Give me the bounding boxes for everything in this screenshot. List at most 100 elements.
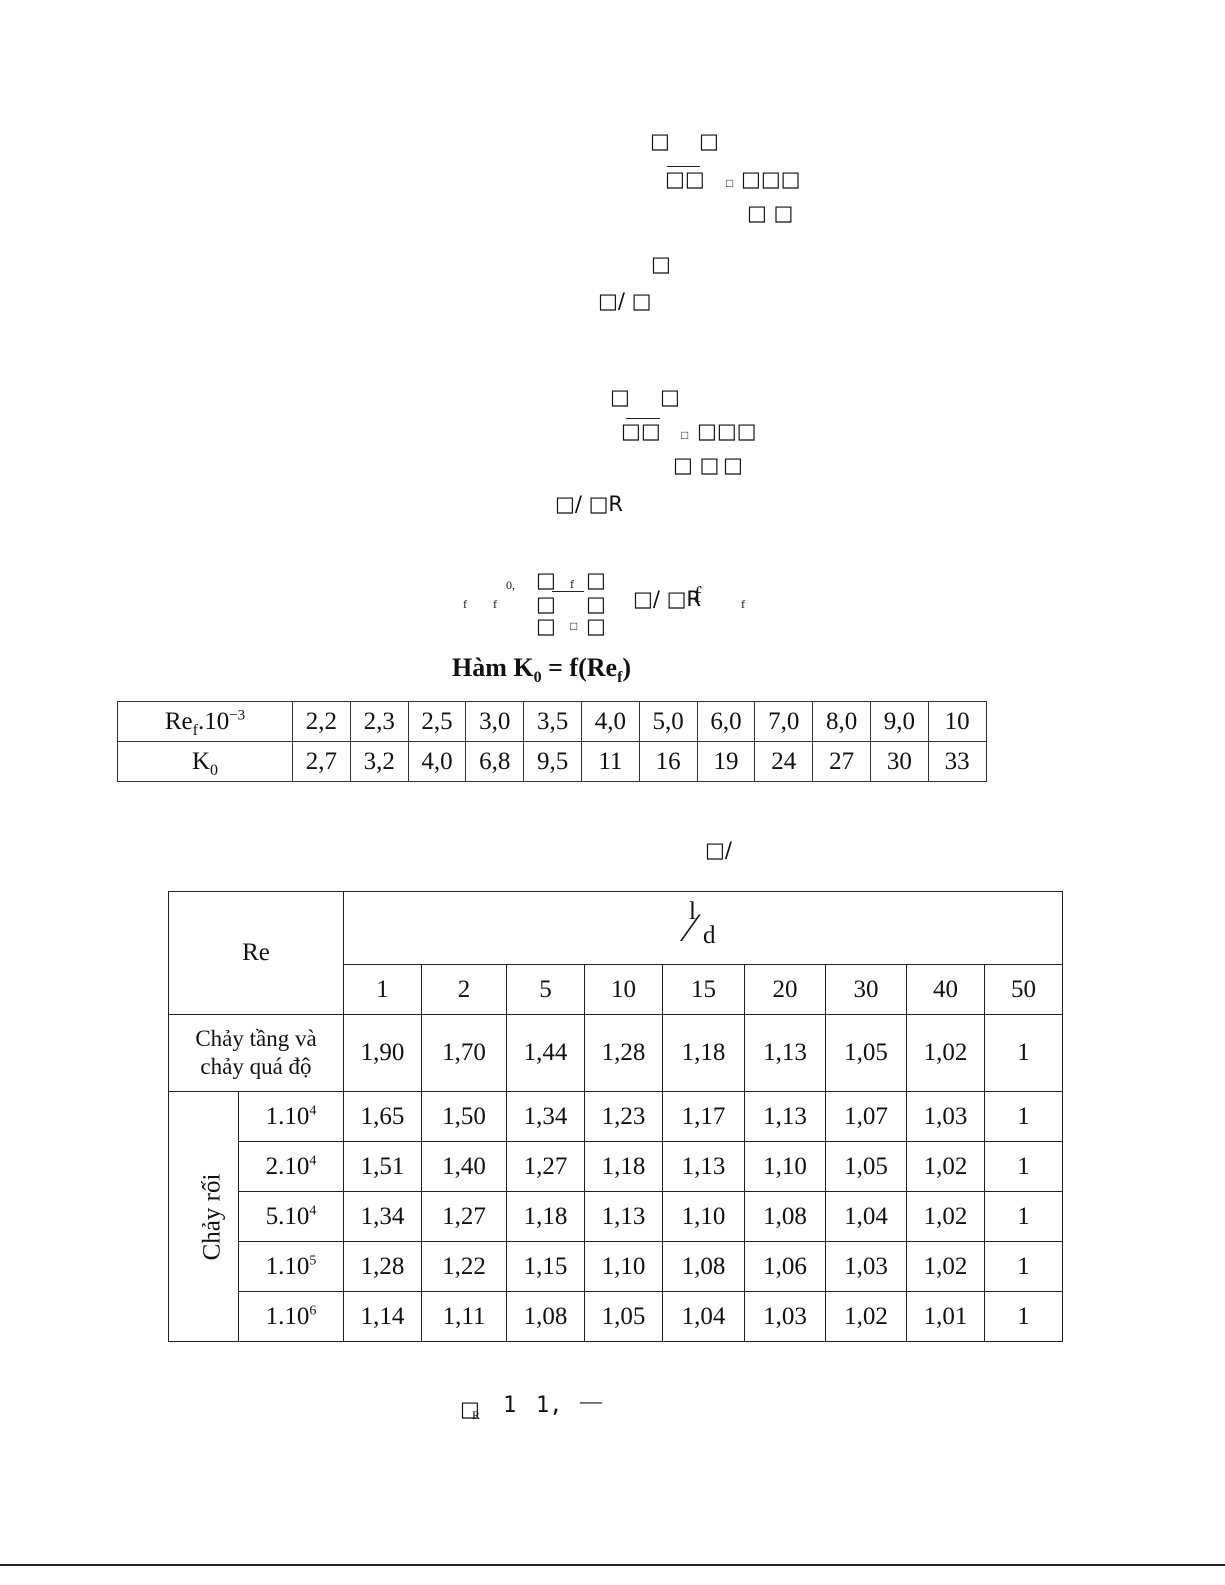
table1-cell: 16 [638,741,698,782]
table2-cell: 1,18 [662,1014,745,1092]
table2-header-row: Re l ⁄ d [168,891,1064,1015]
page-bottom-rule [0,1564,1225,1566]
table1-cell: 6,0 [696,701,756,742]
table2-cell: 1,04 [662,1291,745,1342]
formula1-overline [667,166,700,167]
table2-cell: 1,50 [421,1091,507,1142]
formula1-box-q-box: □ □ [747,201,794,225]
table2-cell: 1,34 [506,1091,585,1142]
table2-cell: 1 [983,1141,1064,1192]
table2-cell: 1,51 [343,1141,422,1192]
table2-cell: 1,70 [421,1014,507,1092]
table1-cell: 2,2 [292,701,351,742]
table2-cell: 1,65 [343,1091,422,1142]
table2-cell: 1,22 [421,1241,507,1292]
table1-cell: 10 [927,701,987,742]
table1-label-k0: K0 [117,741,293,782]
table2-cell: 1,28 [584,1014,663,1092]
table2-cell: 1 [983,1241,1064,1292]
table2-cell: 1,13 [662,1141,745,1192]
ld-slash: ⁄ [687,904,694,950]
table2-ld-cell: 1 [343,964,422,1015]
formula1-box-pair: □□ [665,167,705,191]
formula2-box-sub-f: □/ □ [598,289,652,313]
formula5-sub-f: f [570,577,574,591]
table1-cell: 2,3 [349,701,409,742]
ld-denominator: d [703,921,716,949]
table2-cell: 1,07 [825,1091,907,1142]
table1-cell: 9,5 [523,741,582,782]
table2-cell: 1,27 [421,1191,507,1242]
formula3-small-box: □ [681,428,689,442]
table2-cell: 1 [983,1191,1064,1242]
table2-cell: 1,34 [343,1191,422,1242]
table2-cell: 1,18 [506,1191,585,1242]
table1-row-k0: K0 2,7 3,2 4,0 6,8 9,5 11 16 19 24 27 30… [117,741,987,782]
table1-cell: 11 [580,741,640,782]
formula5-f2: f [493,597,497,611]
table2-ld-values-row: 1 2 5 10 15 20 30 40 50 [169,964,1064,1015]
formula2-box: □ [651,252,671,276]
table1-cell: 9,0 [869,701,929,742]
table1-label-re: Ref.10−3 [117,701,293,742]
table2-cell: 1,13 [744,1014,826,1092]
table2-cell: 1,10 [744,1141,826,1192]
table1-cell: 3,2 [349,741,409,782]
table2-cell: 1,05 [825,1141,907,1192]
table2-cell: 1,02 [825,1291,907,1342]
table1-cell: 4,0 [407,741,467,782]
table2-cell: 1 [983,1014,1064,1092]
table2-cell: 1 [983,1091,1064,1142]
table2-turb-row: 1.105 1,28 1,22 1,15 1,10 1,08 1,06 1,03… [169,1241,1064,1292]
table2-title-glyph: □/ [705,838,732,862]
table2-ld-cell: 50 [983,964,1064,1015]
table1-cell: 24 [754,741,814,782]
k0-table: Ref.10−3 2,2 2,3 2,5 3,0 3,5 4,0 5,0 6,0… [117,701,987,782]
table2-re-cell: 1.105 [238,1241,344,1292]
table1-row-re: Ref.10−3 2,2 2,3 2,5 3,0 3,5 4,0 5,0 6,0… [117,701,987,742]
table2-ld-cell: 10 [584,964,663,1015]
formula1-box-b: □ [699,129,719,153]
table2-cell: 1,05 [584,1291,663,1342]
table2-ld-cell: 5 [506,964,585,1015]
table2-cell: 1,03 [906,1091,985,1142]
table2-re-cell: 2.104 [238,1141,344,1192]
bottom-formula-box: □ [460,1397,480,1421]
table2-cell: 1,01 [906,1291,985,1342]
formula3-box-q-box: □ □ [673,453,720,477]
table1-cell: 19 [696,741,756,782]
table2-ld-cell: 40 [906,964,985,1015]
table1-cell: 3,5 [523,701,582,742]
table1-caption: Hàm K0 = f(Ref) [452,653,632,687]
table1-cell: 27 [812,741,871,782]
table2-cell: 1,11 [421,1291,507,1342]
table2-cell: 1,02 [906,1241,985,1292]
formula5-small-box: □ [570,619,578,633]
table2-cell: 1,90 [343,1014,422,1092]
formula4-box-sub-r: □/ □R [555,492,624,516]
table1-cell: 30 [869,741,929,782]
table2-ld-cell: 30 [825,964,907,1015]
table2-cell: 1,05 [825,1014,907,1092]
table2-re-header: Re [168,891,344,1015]
table2-cell: 1,03 [744,1291,826,1342]
bottom-formula-dash: — [580,1388,602,1413]
bottom-formula-one-comma: 1, [536,1393,563,1418]
formula5-box-a: □ [536,568,556,592]
formula5-box-b: □ [586,568,606,592]
formula5-sub-0: 0, [506,578,515,592]
table2-ld-header: l ⁄ d [342,891,1064,965]
table2-ld-cell: 20 [744,964,826,1015]
ld-numerator: l [689,897,696,925]
table2-turb-row: 2.104 1,51 1,40 1,27 1,18 1,13 1,10 1,05… [169,1141,1064,1192]
table2-turb-row: 5.104 1,34 1,27 1,18 1,13 1,10 1,08 1,04… [169,1191,1064,1242]
formula5-box-d: □ [586,614,606,638]
formula5-bracket-left: □ [536,592,556,616]
table2-cell: 1,08 [662,1241,745,1292]
table2-cell: 1,18 [584,1141,663,1192]
table2-cell: 1,02 [906,1141,985,1192]
table2-cell: 1,27 [506,1141,585,1192]
formula3-box-c: □ [723,453,743,477]
table1-cell: 5,0 [638,701,698,742]
formula3-box-b: □ [660,385,680,409]
